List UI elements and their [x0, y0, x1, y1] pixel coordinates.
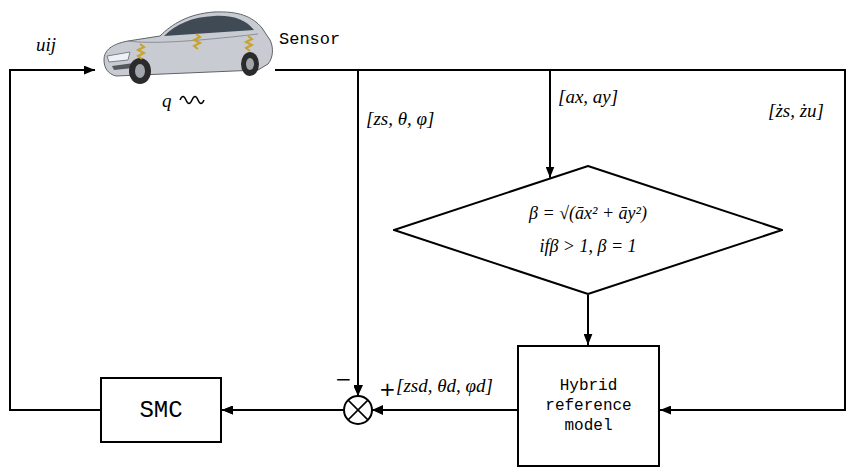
car-headlight — [107, 52, 130, 62]
controller-box: SMC — [100, 377, 222, 443]
signal-connector — [10, 70, 100, 410]
decision-diamond: β = √(āx² + āy²) ifβ > 1, β = 1 — [393, 165, 783, 295]
diamond-shape — [394, 166, 782, 294]
signal-connector — [587, 295, 589, 345]
formula-text: β = √(āx² + āy²) — [529, 203, 647, 224]
sign-label: − — [333, 368, 354, 391]
car-rim — [246, 58, 254, 70]
signal-label: [ax, ay] — [556, 86, 620, 108]
arrowhead — [372, 405, 383, 415]
formula-text: ifβ > 1, β = 1 — [539, 236, 636, 257]
process-box: Hybrid reference model — [517, 345, 660, 467]
suspension-spring — [194, 34, 200, 49]
car-body — [104, 12, 272, 76]
signal-connector — [275, 70, 550, 178]
summing-cross — [348, 400, 368, 420]
summing-junction — [344, 396, 372, 424]
disturbance-label: q — [160, 90, 174, 112]
suspension-spring — [246, 36, 252, 51]
signal-connector — [222, 70, 358, 410]
suspension-spring — [138, 44, 144, 59]
diamond-outline — [393, 165, 783, 295]
signal-label: uij — [34, 34, 58, 56]
car-illustration — [104, 12, 272, 84]
vehicle-plant: Sensor — [95, 0, 275, 86]
box-text: Hybrid reference model — [527, 376, 650, 436]
car-wheel — [129, 58, 151, 84]
car-glass — [164, 16, 254, 36]
car-wheel — [241, 52, 259, 76]
signal-label: [zs, θ, φ] — [364, 108, 436, 130]
sensor-label: Sensor — [279, 30, 340, 49]
box-text: SMC — [139, 397, 182, 424]
road-wave — [180, 97, 204, 104]
signal-label: [żs, żu] — [766, 100, 826, 122]
car-rim — [135, 64, 145, 78]
signal-label: [zsd, θd, φd] — [394, 375, 495, 397]
car-hood-line — [128, 34, 258, 42]
arrowhead — [353, 385, 363, 396]
